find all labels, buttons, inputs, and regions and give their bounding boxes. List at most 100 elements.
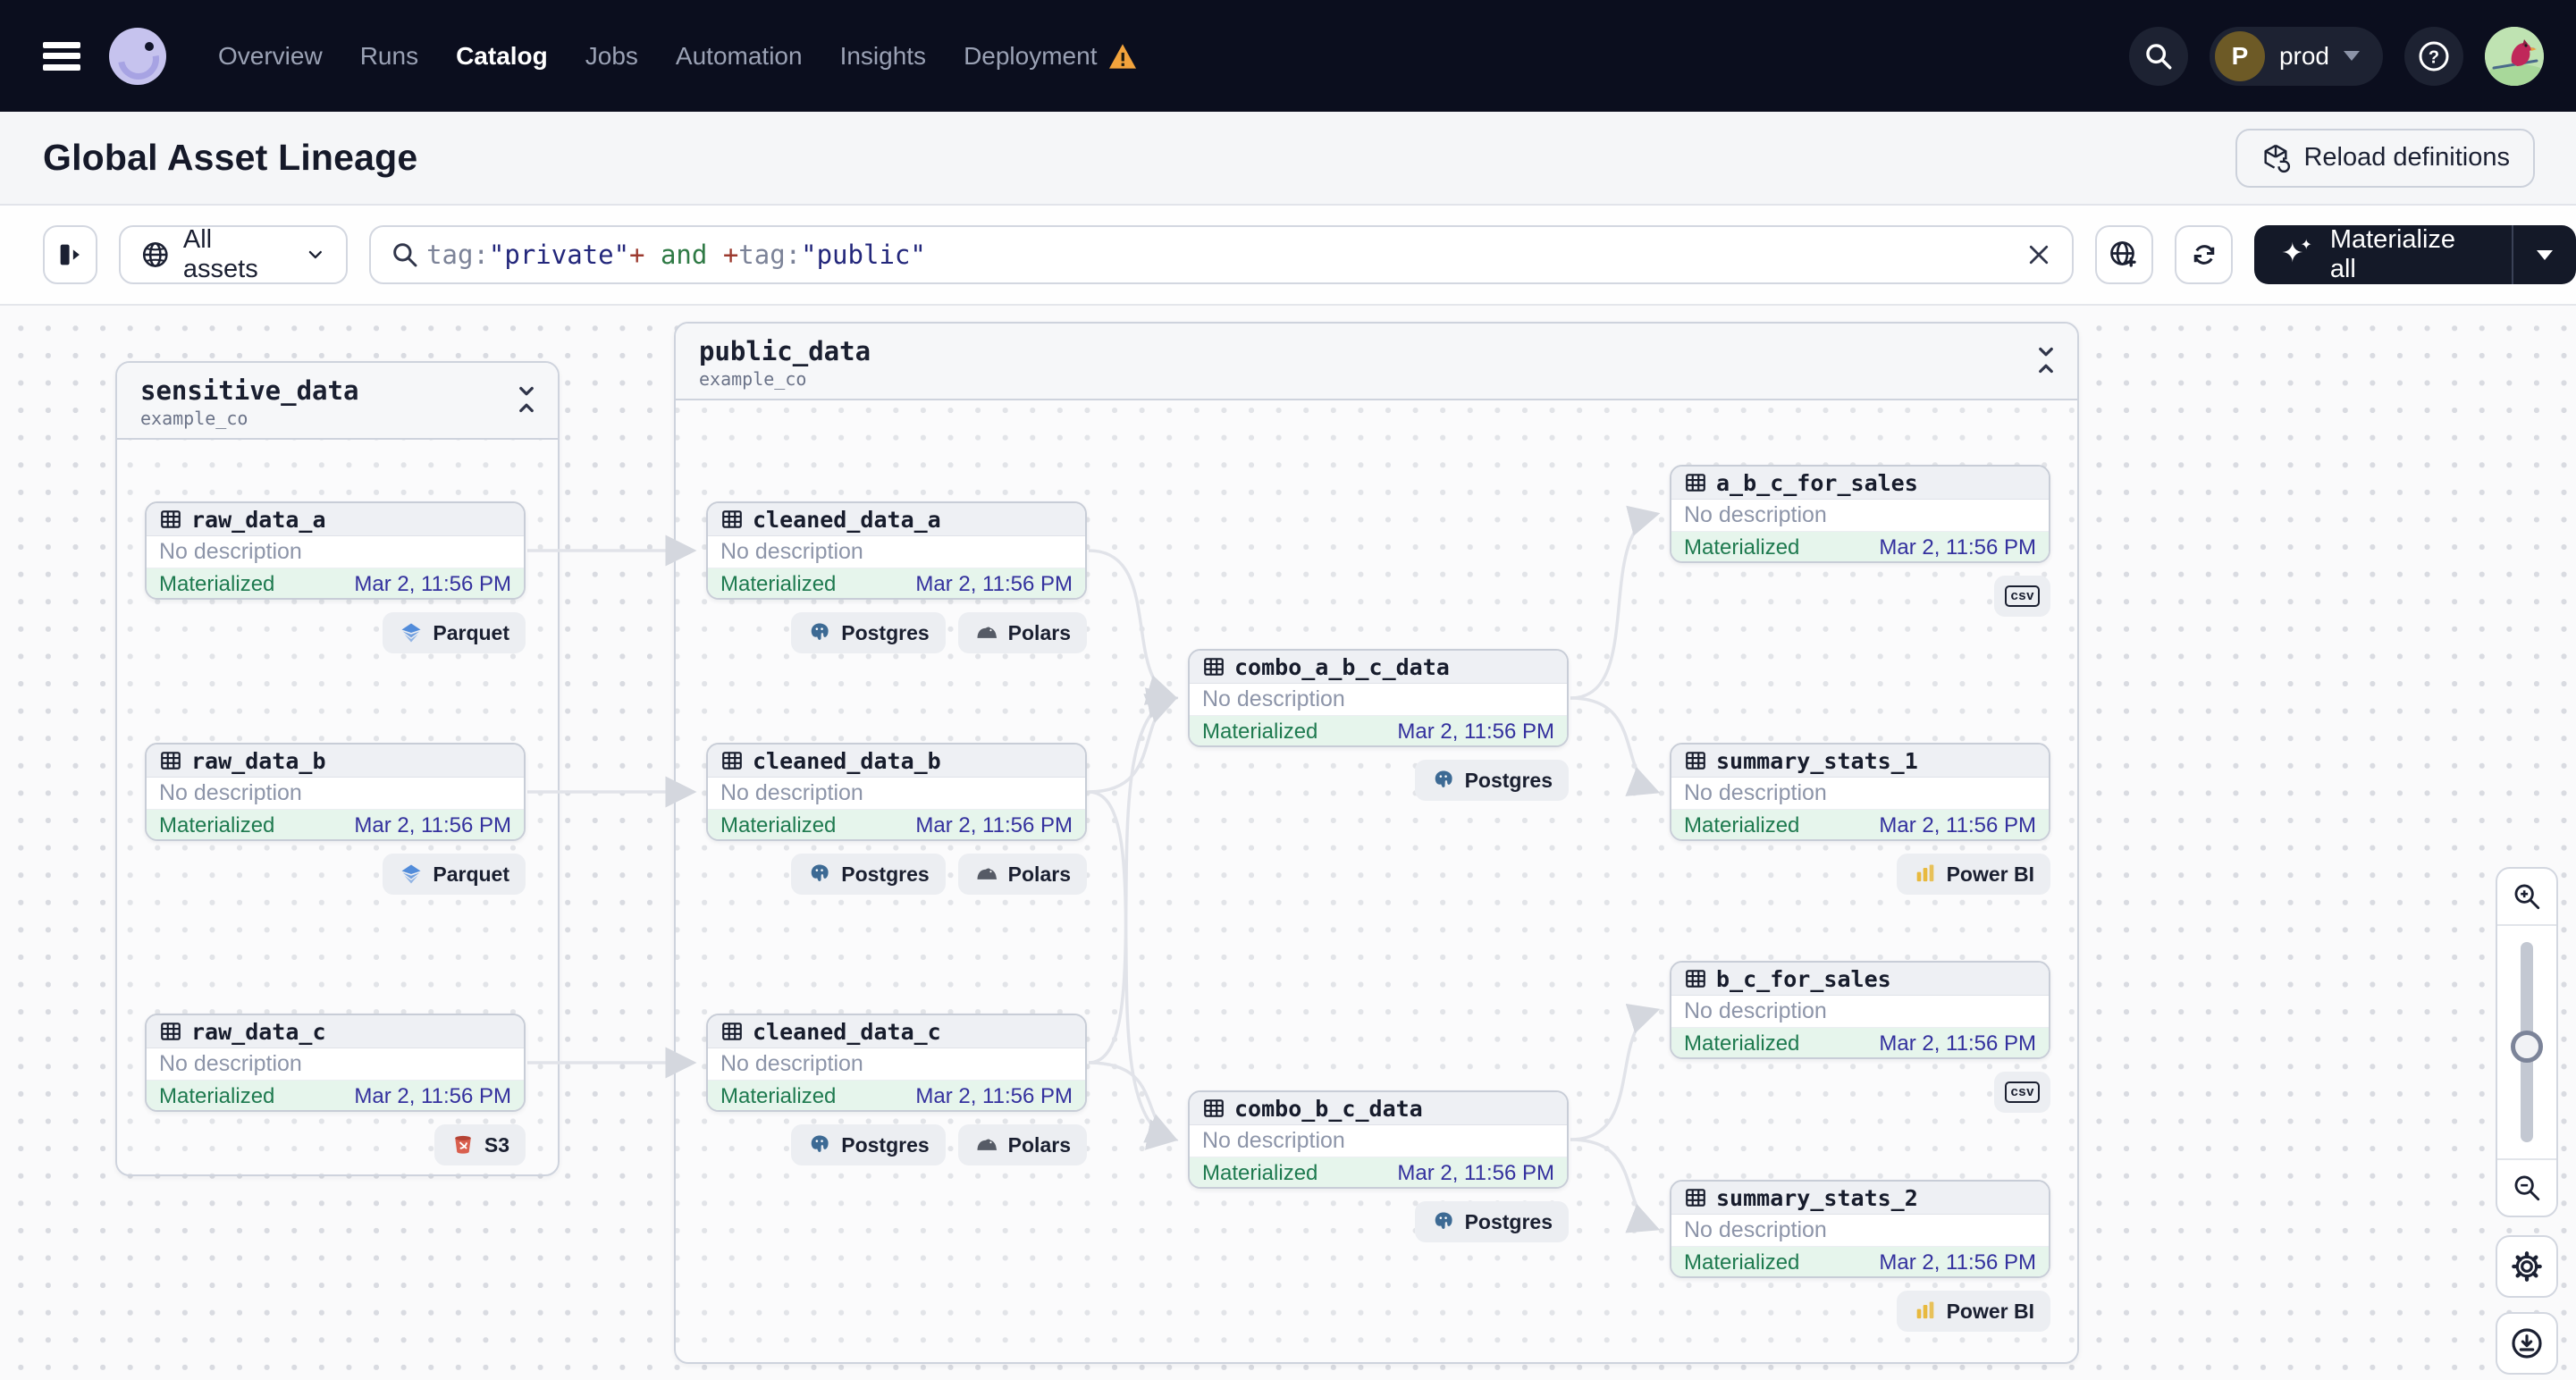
asset-description: No description <box>1671 996 2049 1028</box>
kind-badge-polars[interactable]: Polars <box>957 1124 1087 1165</box>
asset-badges-cleaned_data_b: Postgres Polars <box>706 854 1087 895</box>
zoom-slider[interactable] <box>2497 926 2556 1158</box>
asset-name: combo_b_c_data <box>1234 1095 1423 1122</box>
kind-badge-power-bi[interactable]: Power BI <box>1896 854 2050 895</box>
reload-definitions-button[interactable]: Reload definitions <box>2235 128 2535 188</box>
nav-item-deployment[interactable]: Deployment <box>964 42 1138 71</box>
nav-item-automation[interactable]: Automation <box>676 42 803 71</box>
asset-node-header: cleaned_data_b <box>708 745 1085 778</box>
collapse-group-icon[interactable] <box>513 384 540 419</box>
asset-filter-input[interactable]: tag:"private"+ and +tag:"public" <box>369 225 2074 284</box>
materialize-all-button[interactable]: ✦✦ Materialize all <box>2254 225 2512 284</box>
nav-item-insights[interactable]: Insights <box>840 42 927 71</box>
asset-badges-a_b_c_for_sales: csv <box>1670 576 2050 617</box>
kind-badge-postgres[interactable]: Postgres <box>791 612 946 653</box>
kind-badge-polars[interactable]: Polars <box>957 854 1087 895</box>
nav-item-overview[interactable]: Overview <box>218 42 323 71</box>
kind-badge-power-bi[interactable]: Power BI <box>1896 1291 2050 1332</box>
table-icon <box>1684 471 1707 494</box>
asset-name: raw_data_b <box>191 747 326 774</box>
zoom-in-button[interactable] <box>2497 869 2556 924</box>
help-button[interactable]: ? <box>2404 26 2463 86</box>
help-icon: ? <box>2419 41 2449 71</box>
zoom-slider-handle[interactable] <box>2511 1031 2543 1064</box>
kind-badge-postgres[interactable]: Postgres <box>1414 760 1569 801</box>
nav-item-label: Runs <box>359 41 419 70</box>
asset-name: cleaned_data_a <box>753 506 941 533</box>
user-avatar[interactable] <box>2485 26 2544 86</box>
nav-item-catalog[interactable]: Catalog <box>456 42 548 71</box>
search-button[interactable] <box>2128 26 2188 86</box>
materialize-all-label: Materialize all <box>2329 225 2456 283</box>
kind-badge-polars[interactable]: Polars <box>957 612 1087 653</box>
download-image-button[interactable] <box>2496 1312 2558 1375</box>
open-left-panel-button[interactable] <box>43 225 98 284</box>
download-icon <box>2512 1328 2542 1359</box>
environment-switcher[interactable]: P prod <box>2209 26 2383 86</box>
collapse-group-icon[interactable] <box>2033 345 2059 380</box>
asset-description: No description <box>1190 684 1567 716</box>
zoom-panel <box>2496 867 2558 1217</box>
kind-badge-postgres[interactable]: Postgres <box>1414 1201 1569 1242</box>
asset-description: No description <box>708 1048 1085 1081</box>
asset-node-header: cleaned_data_c <box>708 1015 1085 1048</box>
reload-definitions-label: Reload definitions <box>2303 143 2510 172</box>
dagster-logo[interactable] <box>109 27 166 85</box>
table-icon <box>720 749 744 772</box>
top-nav-bar: Overview Runs Catalog Jobs Automation Insight… <box>0 0 2576 112</box>
graph-settings-button[interactable] <box>2496 1235 2558 1298</box>
kind-badge-csv[interactable]: csv <box>1994 576 2050 617</box>
zoom-out-button[interactable] <box>2497 1160 2556 1216</box>
postgres-icon <box>807 1132 832 1157</box>
add-scope-button[interactable] <box>2094 225 2153 284</box>
zoom-in-icon <box>2514 884 2540 910</box>
table-icon <box>159 508 182 531</box>
materialize-options-button[interactable] <box>2513 225 2576 284</box>
kind-badge-postgres[interactable]: Postgres <box>791 1124 946 1165</box>
group-subtitle: example_co <box>699 368 807 390</box>
asset-description: No description <box>1671 500 2049 532</box>
globe-add-icon <box>2110 241 2136 267</box>
query-segment-string: "public" <box>801 240 926 270</box>
refresh-graph-button[interactable] <box>2175 225 2234 284</box>
nav-item-runs[interactable]: Runs <box>360 42 418 71</box>
kind-badge-csv[interactable]: csv <box>1994 1072 2050 1113</box>
kind-badge-postgres[interactable]: Postgres <box>791 854 946 895</box>
kind-badge-s3[interactable]: S3 <box>434 1124 526 1165</box>
avatar-bird-image <box>2485 26 2544 86</box>
table-icon <box>159 1020 182 1043</box>
kind-badge-label: Postgres <box>841 862 930 886</box>
zoom-out-icon <box>2514 1175 2540 1201</box>
asset-timestamp: Mar 2, 11:56 PM <box>915 571 1073 596</box>
hamburger-menu-icon[interactable] <box>36 37 88 76</box>
kind-badge-parquet[interactable]: Parquet <box>383 854 526 895</box>
asset-scope-dropdown[interactable]: All assets <box>119 225 349 284</box>
caret-down-icon <box>2537 249 2553 260</box>
clear-filter-icon[interactable] <box>2025 241 2052 268</box>
nav-item-jobs[interactable]: Jobs <box>585 42 638 71</box>
kind-badge-parquet[interactable]: Parquet <box>383 612 526 653</box>
asset-node-header: summary_stats_2 <box>1671 1182 2049 1215</box>
asset-timestamp: Mar 2, 11:56 PM <box>1879 534 2036 560</box>
asset-timestamp: Mar 2, 11:56 PM <box>1879 1031 2036 1056</box>
asset-filter-query[interactable]: tag:"private"+ and +tag:"public" <box>426 240 2018 270</box>
table-icon <box>159 749 182 772</box>
